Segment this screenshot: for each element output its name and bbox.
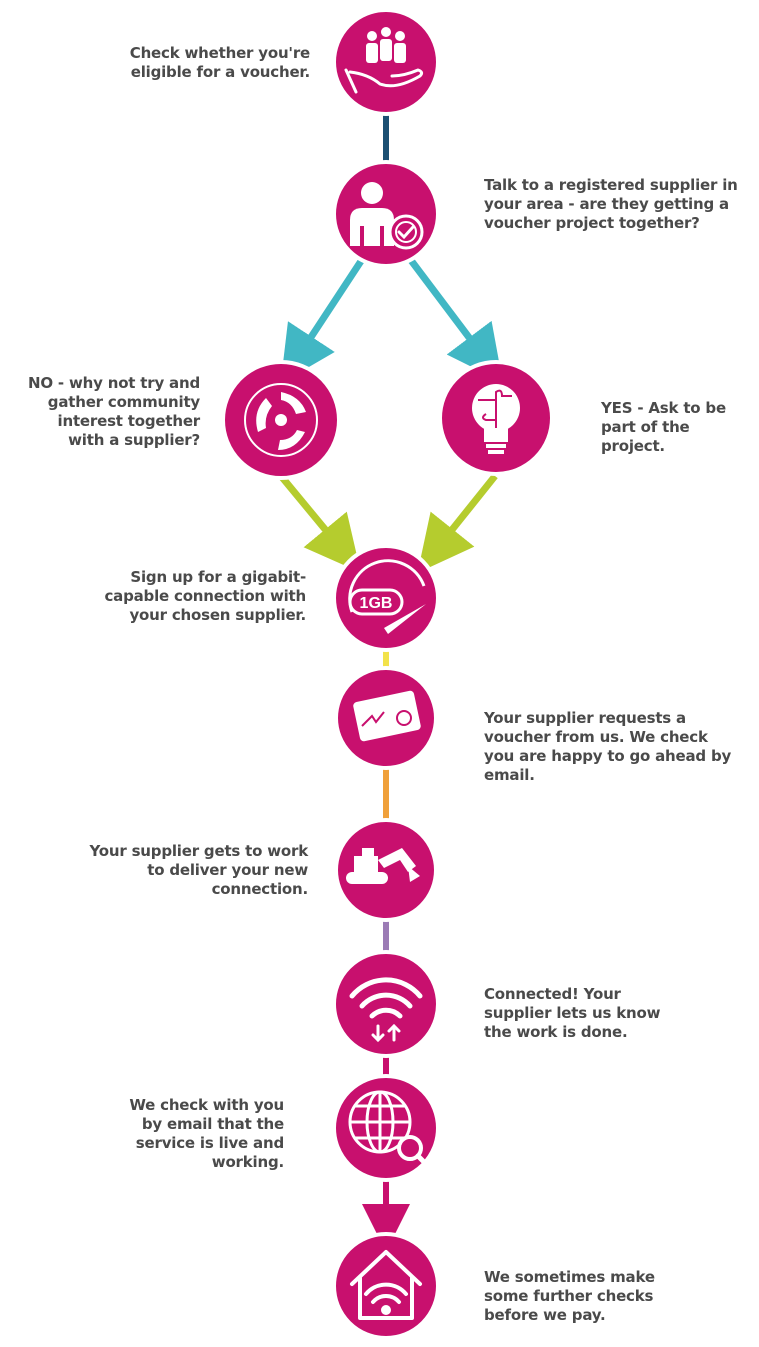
step-10-node — [332, 1232, 440, 1340]
step-9-text: We check with you by email that the serv… — [129, 1096, 284, 1171]
people-in-hand-icon — [344, 27, 424, 94]
step-10-text: We sometimes make some further checks be… — [484, 1268, 655, 1324]
person-with-check-icon — [350, 182, 424, 250]
lightbulb-puzzle-icon — [472, 384, 520, 454]
step-8-text: Connected! Your supplier lets us know th… — [484, 985, 661, 1041]
speedometer-1gb-icon: 1GB — [348, 559, 426, 634]
step-6-node — [334, 666, 438, 770]
wifi-updown-icon — [349, 977, 423, 1043]
step-6-text: Your supplier requests a voucher from us… — [484, 709, 732, 784]
step-no-node — [221, 360, 341, 480]
community-circle-icon — [244, 383, 318, 457]
step-7-text: Your supplier gets to work to deliver yo… — [89, 842, 308, 898]
globe-search-icon — [348, 1090, 431, 1169]
connector-2-no — [280, 253, 368, 384]
house-wifi-icon — [350, 1250, 422, 1320]
voucher-card-icon — [353, 690, 421, 742]
step-2-text: Talk to a registered supplier in your ar… — [484, 176, 738, 232]
digger-icon — [346, 848, 420, 884]
connector-2-yes — [404, 252, 503, 383]
step-no-text: NO - why not try and gather community in… — [28, 374, 200, 449]
step-8-node — [332, 950, 440, 1058]
step-7-node — [334, 818, 438, 922]
step-yes-node — [438, 360, 554, 476]
step-9-node — [332, 1074, 440, 1182]
connector-yes-5 — [417, 473, 498, 573]
step-1-text: Check whether you're eligible for a vouc… — [129, 44, 310, 81]
step-2-node — [332, 160, 440, 268]
step-5-node: 1GB — [332, 544, 440, 652]
connectors — [278, 112, 503, 1252]
step-5-text: Sign up for a gigabit-capable connection… — [104, 568, 306, 624]
step-yes-text: YES - Ask to be part of the project. — [601, 399, 726, 455]
connector-no-5 — [278, 473, 361, 573]
step-1-node — [332, 8, 440, 116]
speedometer-label: 1GB — [360, 595, 393, 612]
